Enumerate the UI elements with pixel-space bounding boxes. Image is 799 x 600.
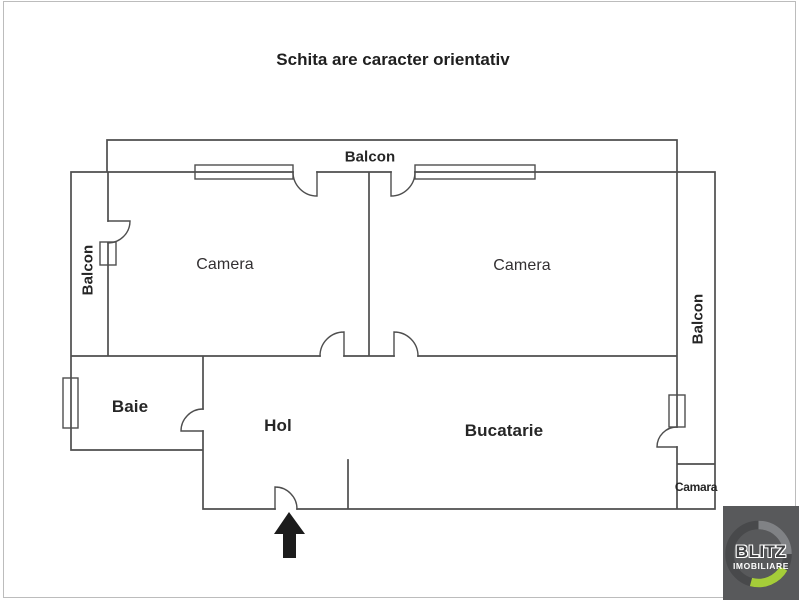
label-balcon-left: Balcon <box>79 244 97 296</box>
window-camera-right <box>414 164 536 180</box>
window-balcon-left <box>99 241 117 266</box>
label-bucatarie: Bucatarie <box>464 421 544 440</box>
label-camera-left: Camera <box>196 256 254 273</box>
blitz-logo-ring-icon <box>725 520 792 588</box>
label-hol: Hol <box>264 416 292 435</box>
window-baie <box>62 377 79 429</box>
door-swings <box>107 171 678 510</box>
window-bucatarie <box>668 394 686 428</box>
label-balcon-top: Balcon <box>344 148 396 166</box>
label-balcon-right: Balcon <box>689 293 707 345</box>
blitz-logo: BLITZ IMOBILIARE <box>723 506 799 600</box>
blitz-logo-brand: BLITZ <box>735 542 787 561</box>
windows <box>62 164 686 429</box>
blitz-logo-subtitle: IMOBILIARE <box>732 561 790 571</box>
entrance-arrow-icon <box>274 512 305 558</box>
window-camera-left <box>194 164 294 180</box>
label-camera-right: Camera <box>493 257 551 274</box>
page-title: Schita are caracter orientativ <box>276 50 510 69</box>
label-camara: Camara <box>674 480 718 494</box>
label-baie: Baie <box>111 397 149 416</box>
walls <box>70 139 716 510</box>
